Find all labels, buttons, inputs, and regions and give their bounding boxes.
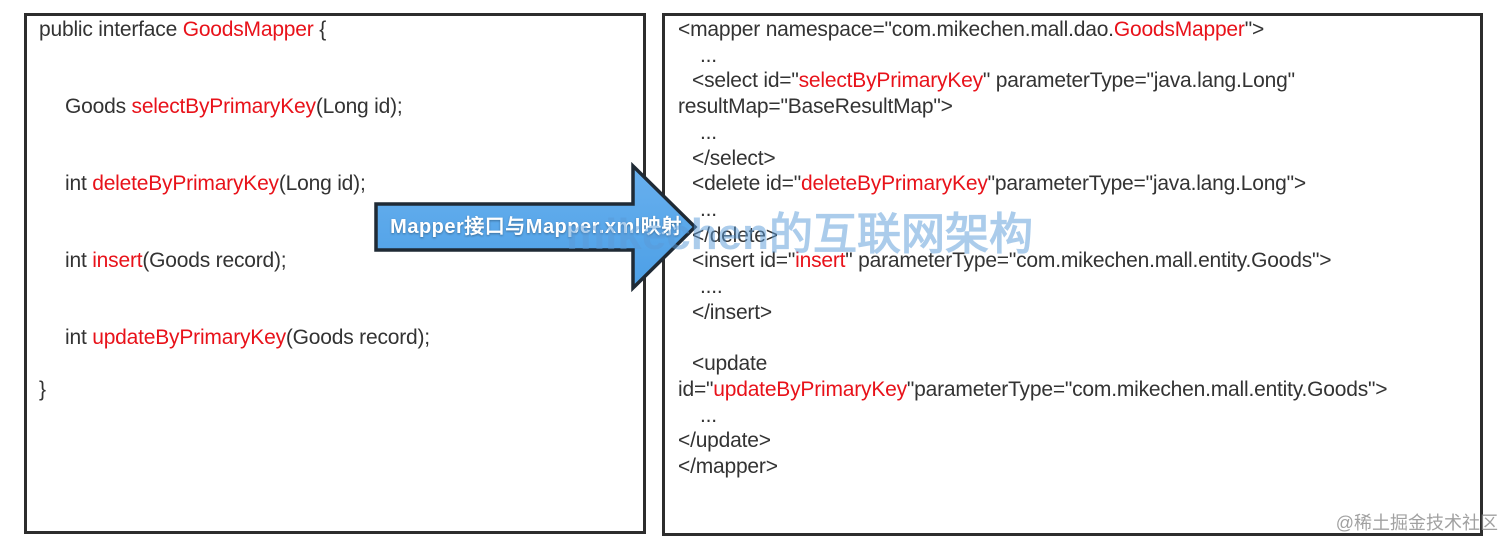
highlighted-identifier: deleteByPrimaryKey: [92, 172, 279, 196]
code-line: </delete>: [678, 223, 1474, 249]
code-text: </insert>: [692, 300, 772, 324]
code-line: Goods selectByPrimaryKey(Long id);: [39, 94, 637, 120]
code-text: <insert id=": [692, 249, 796, 273]
code-line: ....: [678, 274, 1474, 300]
code-text: </delete>: [692, 223, 778, 247]
code-text: Goods: [65, 95, 132, 119]
mapper-xml-panel: <mapper namespace="com.mikechen.mall.dao…: [662, 13, 1483, 536]
code-text: ">: [1244, 18, 1265, 41]
code-line: public interface GoodsMapper {: [39, 17, 637, 43]
code-text: int: [65, 326, 93, 350]
code-text: ...: [700, 43, 717, 67]
code-line: </insert>: [678, 300, 1474, 326]
highlighted-identifier: updateByPrimaryKey: [92, 326, 286, 350]
code-blank-line: [39, 351, 637, 377]
code-text: ...: [700, 120, 717, 144]
site-watermark: mikechen的互联网架构: [566, 210, 1033, 259]
right-arrow-icon: [374, 162, 698, 292]
mapper-xml-code: <mapper namespace="com.mikechen.mall.dao…: [665, 16, 1480, 480]
code-blank-line: [39, 300, 637, 326]
highlighted-identifier: updateByPrimaryKey: [713, 377, 907, 401]
code-text: ...: [700, 403, 717, 427]
code-text: (Goods record);: [285, 326, 430, 350]
code-text: ....: [700, 275, 723, 299]
code-blank-line: [39, 43, 637, 69]
code-text: {: [313, 18, 327, 41]
code-text: "parameterType="java.lang.Long">: [987, 172, 1307, 196]
community-watermark: @稀土掘金技术社区: [1335, 513, 1498, 533]
highlighted-identifier: insert: [795, 249, 846, 273]
code-text: <delete id=": [692, 172, 801, 196]
code-line: int deleteByPrimaryKey(Long id);: [39, 171, 637, 197]
code-text: id=": [678, 377, 714, 401]
code-line: <select id="selectByPrimaryKey" paramete…: [678, 68, 1474, 94]
code-line: <insert id="insert" parameterType="com.m…: [678, 248, 1474, 274]
java-interface-code: public interface GoodsMapper { Goods sel…: [27, 16, 643, 403]
code-text: <update: [692, 352, 768, 376]
code-text: int: [65, 249, 93, 273]
code-line: </mapper>: [678, 454, 1474, 480]
code-line: ...: [678, 197, 1474, 223]
code-text: (Goods record);: [142, 249, 287, 273]
highlighted-identifier: selectByPrimaryKey: [131, 95, 316, 119]
code-line: }: [39, 377, 637, 403]
code-blank-line: [678, 325, 1474, 351]
code-text: <select id=": [692, 69, 799, 93]
code-text: </mapper>: [678, 454, 778, 478]
java-interface-panel: public interface GoodsMapper { Goods sel…: [24, 13, 646, 534]
code-line: ...: [678, 120, 1474, 146]
code-text: "parameterType="com.mikechen.mall.entity…: [906, 377, 1388, 401]
highlighted-identifier: GoodsMapper: [1113, 18, 1245, 41]
code-text: int: [65, 172, 93, 196]
mapping-arrow: Mapper接口与Mapper.xml映射: [373, 162, 699, 292]
code-text: (Long id);: [278, 172, 366, 196]
code-line: int updateByPrimaryKey(Goods record);: [39, 325, 637, 351]
highlighted-identifier: selectByPrimaryKey: [798, 69, 983, 93]
code-text: </select>: [692, 146, 776, 170]
code-text: <mapper namespace="com.mikechen.mall.dao…: [678, 18, 1114, 41]
code-text: " parameterType="com.mikechen.mall.entit…: [845, 249, 1332, 273]
code-text: ...: [700, 197, 717, 221]
highlighted-identifier: deleteByPrimaryKey: [800, 172, 988, 196]
code-line: ...: [678, 403, 1474, 429]
mapping-arrow-label: Mapper接口与Mapper.xml映射: [390, 216, 682, 238]
code-line: id="updateByPrimaryKey"parameterType="co…: [678, 377, 1474, 403]
highlighted-identifier: insert: [92, 249, 143, 273]
code-blank-line: [39, 120, 637, 146]
code-line: int insert(Goods record);: [39, 248, 637, 274]
code-line: ...: [678, 43, 1474, 69]
code-line: <delete id="deleteByPrimaryKey"parameter…: [678, 171, 1474, 197]
code-text: </update>: [678, 429, 771, 453]
code-line: <update: [678, 351, 1474, 377]
code-text: public interface: [39, 18, 183, 41]
code-text: " parameterType="java.lang.Long": [982, 69, 1295, 93]
code-line: resultMap="BaseResultMap">: [678, 94, 1474, 120]
code-line: <mapper namespace="com.mikechen.mall.dao…: [678, 17, 1474, 43]
code-line: </update>: [678, 428, 1474, 454]
highlighted-identifier: GoodsMapper: [182, 18, 314, 41]
code-text: }: [39, 377, 46, 401]
code-text: resultMap="BaseResultMap">: [678, 95, 953, 119]
code-line: </select>: [678, 146, 1474, 172]
code-blank-line: [39, 68, 637, 94]
code-text: (Long id);: [315, 95, 403, 119]
